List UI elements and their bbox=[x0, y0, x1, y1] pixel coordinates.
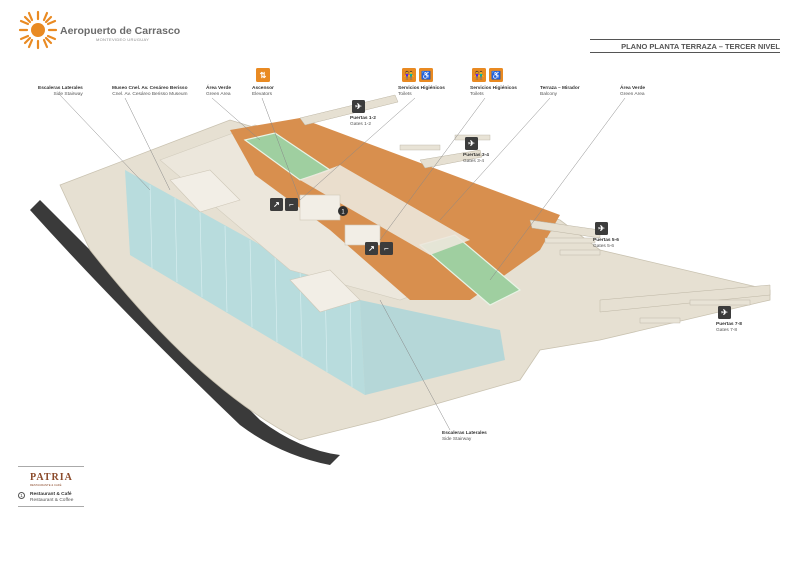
elevator-icon: ⇅ bbox=[256, 68, 270, 82]
pier-gates-5-6 bbox=[529, 219, 601, 239]
departures-plane-icon: ✈ bbox=[595, 222, 608, 235]
airport-logo bbox=[18, 10, 58, 50]
sun-logo-icon bbox=[18, 10, 58, 50]
pier-gates-7-8 bbox=[599, 284, 771, 313]
apron-road bbox=[30, 200, 340, 465]
roof-block-mid bbox=[289, 269, 361, 313]
accessible-toilet-icon: ♿ bbox=[419, 68, 433, 82]
restaurant-brand-sub: RESTAURANTE & CAFÉ bbox=[30, 483, 62, 487]
footer-divider-bottom bbox=[18, 506, 84, 507]
brand-name: Aeropuerto de Carrasco bbox=[60, 25, 181, 37]
terrace-walkway bbox=[300, 165, 470, 255]
glass-facade-front bbox=[360, 300, 505, 395]
toilets-icon: 👫 bbox=[402, 68, 416, 82]
brand-subtitle: MONTEVIDEO URUGUAY bbox=[96, 37, 150, 42]
header-divider-top bbox=[590, 39, 780, 40]
stairs-icon: ⌐ bbox=[285, 198, 298, 211]
legend-number-circle: 1 bbox=[18, 492, 25, 499]
pier-gates-1-2 bbox=[299, 94, 399, 126]
departures-plane-icon: ✈ bbox=[718, 306, 731, 319]
plan-title: PLANO PLANTA TERRAZA – TERCER NIVEL bbox=[621, 42, 780, 51]
label-leader-lines bbox=[59, 94, 626, 431]
restaurant-brand: PATRIA bbox=[30, 472, 73, 483]
footer-divider-top bbox=[18, 466, 84, 467]
header-divider-bottom bbox=[590, 52, 780, 53]
escalator-icon: ↗ bbox=[270, 198, 283, 211]
escalator-icon: ↗ bbox=[365, 242, 378, 255]
accessible-toilet-icon: ♿ bbox=[489, 68, 503, 82]
departures-plane-icon: ✈ bbox=[352, 100, 365, 113]
departures-plane-icon: ✈ bbox=[465, 137, 478, 150]
restaurant-marker bbox=[338, 206, 348, 216]
stairs-icon: ⌐ bbox=[380, 242, 393, 255]
central-block-2 bbox=[344, 224, 381, 246]
central-block-1 bbox=[299, 194, 341, 221]
glass-facade-left bbox=[125, 170, 365, 395]
toilets-icon: 👫 bbox=[472, 68, 486, 82]
roof-block-left bbox=[169, 169, 241, 213]
restaurant-marker-number: 1 bbox=[341, 210, 345, 216]
pier-gates-3-4 bbox=[419, 149, 483, 169]
